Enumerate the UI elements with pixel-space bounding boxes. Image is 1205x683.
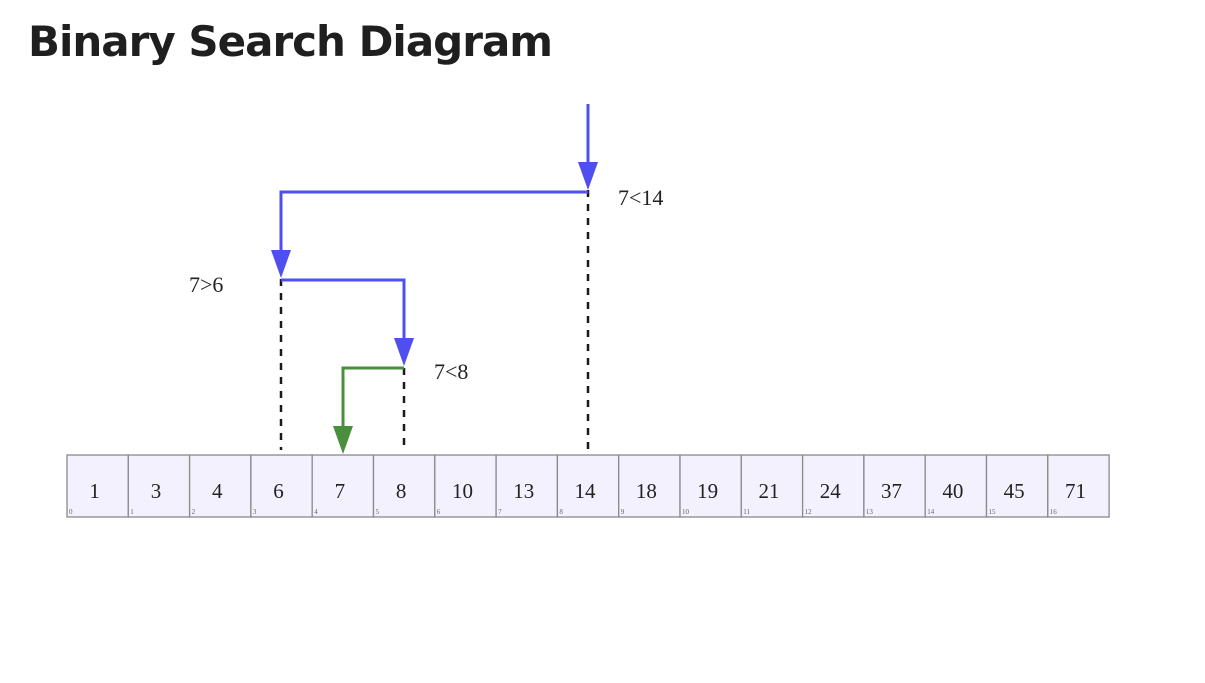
array-cell-box [372,454,436,518]
array-cell: 13 7 [495,454,559,518]
array-cell-index: 15 [989,508,997,516]
array-cell-value: 7 [335,479,346,503]
array-cell: 40 14 [924,454,988,518]
array-cell-box [801,454,865,518]
array-cell-index: 12 [805,508,813,516]
comparison-label-3: 7<8 [434,359,468,384]
array-cell-value: 6 [273,479,284,503]
array-cell: 74 [311,454,375,518]
array-cell-box [618,454,681,518]
array-cell-index: 7 [498,508,502,516]
page-title: Binary Search Diagram [28,17,553,66]
array-cell-box [556,454,620,518]
comparison-label-2: 7>6 [189,272,223,297]
comparison-label-1: 7<14 [618,185,663,210]
array-cell: 42 [188,454,252,518]
dashed-lines [279,190,590,450]
array-cell-value: 10 [452,479,473,503]
array-cell-index: 3 [253,508,257,516]
array-cell-value: 40 [942,479,963,503]
entry-arrow [578,104,598,190]
array-cell-box [863,454,926,518]
array-cell-index: 5 [376,508,380,516]
array-cell-value: 24 [820,479,842,503]
array-cell-value: 71 [1065,479,1086,503]
array-cell: 71 16 [1047,454,1110,518]
array-cell-index: 14 [927,508,935,516]
array-cell-index: 4 [314,508,318,516]
array-cell-index: 13 [866,508,874,516]
found-arrow [333,366,404,454]
array-cell-index: 1 [130,508,134,516]
array-cell-value: 45 [1004,479,1025,503]
array-cell-value: 18 [636,479,657,503]
array-cell-box [1047,454,1110,518]
array-cell-value: 1 [89,479,100,503]
array-cell: 10 [66,454,129,518]
array-cell-box [679,454,742,518]
array-cell: 10 6 [434,454,497,518]
array-cell: 63 [250,454,313,518]
array-cell-index: 10 [682,508,690,516]
array-cell-box [495,454,559,518]
array-cell-value: 19 [697,479,718,503]
array-cell-index: 0 [69,508,73,516]
array-cell: 14 8 [556,454,620,518]
array-cell-value: 13 [513,479,534,503]
array-cell-box [740,454,804,518]
array-cell-value: 4 [212,479,223,503]
array-cell-value: 21 [758,479,779,503]
array-cell-box [250,454,313,518]
search-arrow-right [281,278,414,366]
array-cell: 85 [372,454,436,518]
array-cell-index: 16 [1050,508,1058,516]
array-cell: 37 13 [863,454,926,518]
array-cell-value: 14 [575,479,597,503]
array-cell: 24 12 [801,454,865,518]
array-cell-index: 6 [437,508,441,516]
array-cell-index: 11 [743,508,750,516]
sorted-array: 1031426374851061371481891910211124123713… [66,454,1110,518]
array-cell-value: 37 [881,479,902,503]
array-cell-box [66,454,129,518]
array-cell: 45 15 [985,454,1049,518]
array-cell-value: 8 [396,479,407,503]
array-cell-box [311,454,375,518]
array-cell: 18 9 [618,454,681,518]
array-cell: 31 [127,454,191,518]
search-arrow-left [271,190,588,278]
array-cell-index: 2 [192,508,196,516]
array-cell-index: 8 [559,508,563,516]
array-cell-value: 3 [151,479,162,503]
array-cell: 21 11 [740,454,804,518]
array-cell-index: 9 [621,508,625,516]
array-cell-box [434,454,497,518]
